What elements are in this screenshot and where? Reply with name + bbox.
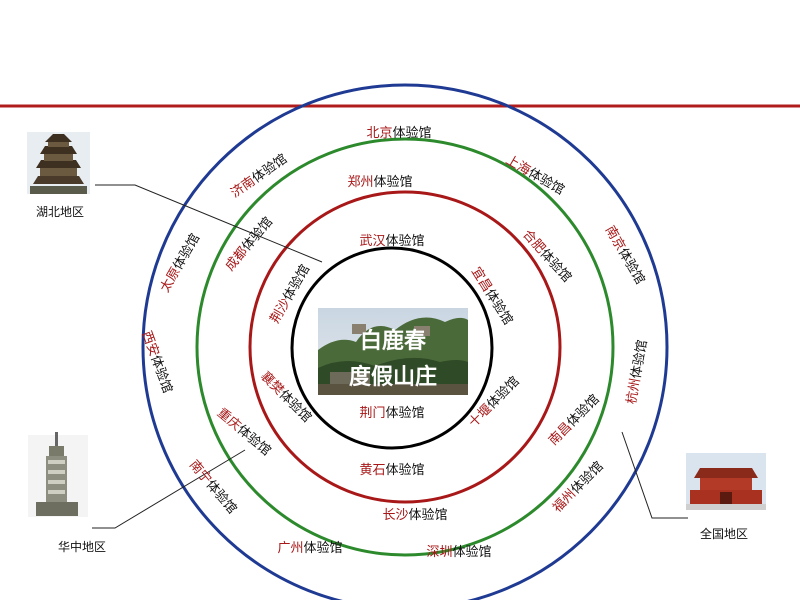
venue-suffix: 体验馆 <box>628 339 651 380</box>
center-title-line2: 度假山庄 <box>349 364 437 390</box>
venue-label-middle-2: 南昌体验馆 <box>545 391 602 448</box>
venue-suffix: 体验馆 <box>249 150 290 185</box>
venue-label-inner-2: 十堰体验馆 <box>465 373 522 430</box>
venue-label-outer-0: 北京体验馆 <box>366 125 431 141</box>
city-name: 郑州 <box>347 175 373 190</box>
venue-label-outer-5: 深圳体验馆 <box>426 544 491 560</box>
venue-label-inner-3: 黄石体验馆 <box>359 462 424 478</box>
venue-label-outer-7: 南宁体验馆 <box>186 457 240 517</box>
city-name: 深圳 <box>426 545 452 560</box>
inner-ring <box>248 190 562 504</box>
city-name: 北京 <box>366 126 392 141</box>
tv-tower-icon <box>28 432 88 517</box>
city-name: 武汉 <box>359 234 385 249</box>
center-title-line1: 白鹿春 <box>360 328 426 354</box>
venue-label-outer-9: 太原体验馆 <box>156 231 202 295</box>
city-name: 荆门 <box>359 405 385 421</box>
hubei-connector <box>95 184 323 263</box>
resort-photo <box>318 308 468 395</box>
venue-suffix: 体验馆 <box>453 544 492 560</box>
outer-ring <box>141 83 669 600</box>
venue-suffix: 体验馆 <box>148 353 176 395</box>
venue-label-inner-6: 荆门体验馆 <box>359 405 424 421</box>
venue-label-middle-0: 郑州体验馆 <box>347 174 412 190</box>
venue-label-middle-3: 长沙体验馆 <box>382 507 447 523</box>
venue-suffix: 体验馆 <box>393 125 432 141</box>
venue-label-outer-1: 上海体验馆 <box>503 151 567 197</box>
venue-suffix: 体验馆 <box>386 233 425 249</box>
venue-suffix: 体验馆 <box>279 262 312 304</box>
venue-suffix: 体验馆 <box>615 245 648 287</box>
venue-suffix: 体验馆 <box>483 373 522 412</box>
venue-label-middle-1: 合肥体验馆 <box>520 226 575 285</box>
region-label-huazhong: 华中地区 <box>58 539 106 554</box>
venue-label-outer-10: 济南体验馆 <box>227 150 289 200</box>
venue-suffix: 体验馆 <box>203 477 240 517</box>
yellow-crane-tower-icon <box>27 132 90 194</box>
city-name: 广州 <box>277 541 303 556</box>
venue-suffix: 体验馆 <box>169 231 202 273</box>
venue-suffix: 体验馆 <box>386 462 425 478</box>
region-label-national: 全国地区 <box>700 526 748 541</box>
city-name: 黄石 <box>359 463 385 478</box>
city-name: 杭州 <box>624 377 643 405</box>
venue-suffix: 体验馆 <box>563 391 602 430</box>
middle-ring <box>195 137 615 557</box>
huazhong-connector <box>92 449 246 529</box>
venue-label-inner-5: 荆沙体验馆 <box>266 262 312 326</box>
core-ring <box>290 246 494 450</box>
venue-label-inner-0: 武汉体验馆 <box>359 233 424 249</box>
venue-suffix: 体验馆 <box>374 174 413 190</box>
city-name: 长沙 <box>382 508 408 523</box>
venue-label-outer-6: 广州体验馆 <box>277 540 342 556</box>
region-label-hubei: 湖北地区 <box>36 204 84 219</box>
venue-suffix: 体验馆 <box>304 540 343 556</box>
venue-suffix: 体验馆 <box>567 458 606 497</box>
national-connector <box>621 431 688 519</box>
venue-label-outer-3: 杭州体验馆 <box>623 339 650 406</box>
venue-suffix: 体验馆 <box>386 405 425 421</box>
venue-suffix: 体验馆 <box>409 507 448 523</box>
venue-suffix: 体验馆 <box>238 214 275 254</box>
venue-label-middle-5: 成都体验馆 <box>222 214 276 274</box>
tiananmen-icon <box>686 453 766 510</box>
